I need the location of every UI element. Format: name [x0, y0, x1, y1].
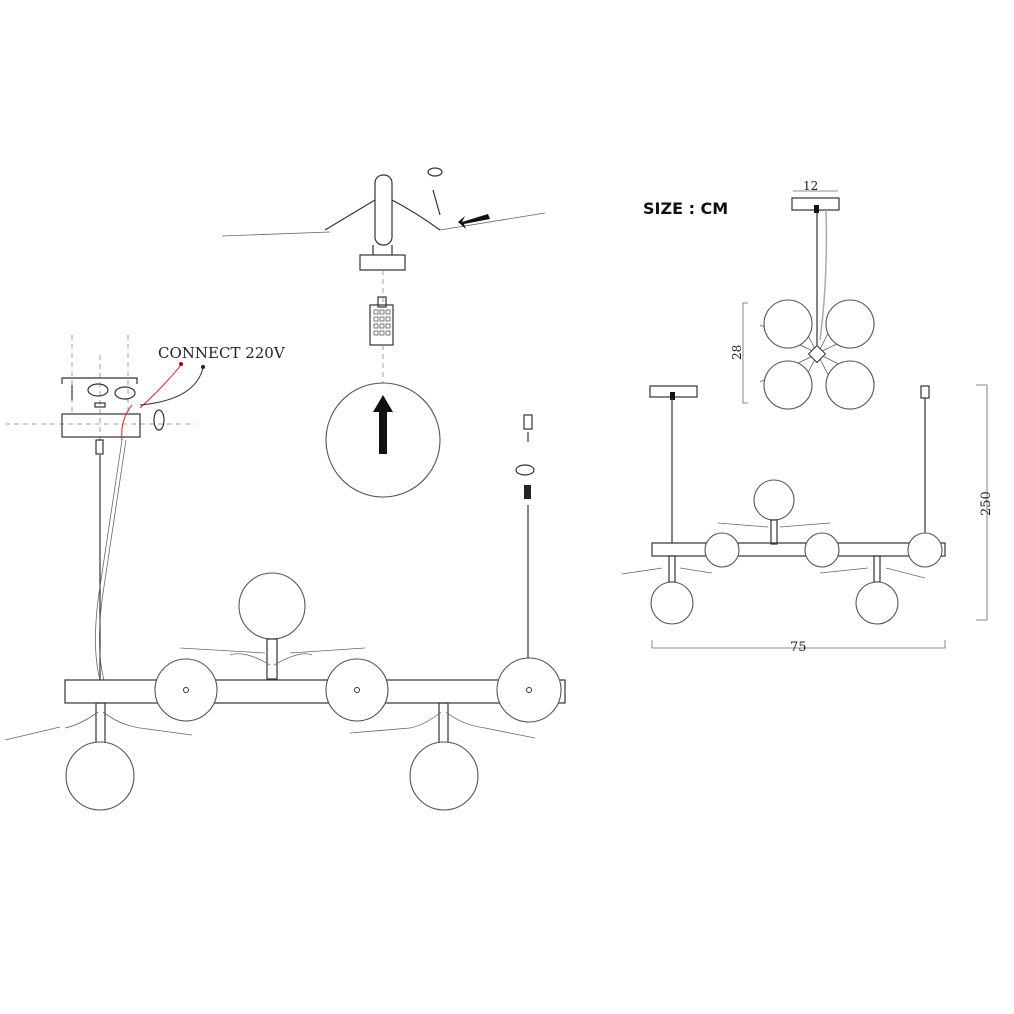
fixture-front-view: [4, 414, 566, 811]
size-diagram: SIZE : CM 12 28: [621, 179, 994, 655]
globe-shade: [409, 741, 479, 811]
globe-installation-detail: [221, 167, 546, 498]
globe-shade: [65, 741, 135, 811]
size-unit-label: SIZE : CM: [643, 199, 728, 218]
dim-total-length: 75: [790, 640, 807, 655]
dim-canopy-width: 12: [803, 179, 818, 193]
dim-top-view-height: 28: [730, 345, 744, 360]
globe-shade: [238, 572, 306, 640]
arrow-up-icon: [373, 395, 393, 454]
canopy-mounting-detail: CONNECT 220V: [5, 335, 286, 455]
dim-total-height: 250: [979, 491, 994, 516]
connect-220v-label: CONNECT 220V: [158, 344, 286, 362]
